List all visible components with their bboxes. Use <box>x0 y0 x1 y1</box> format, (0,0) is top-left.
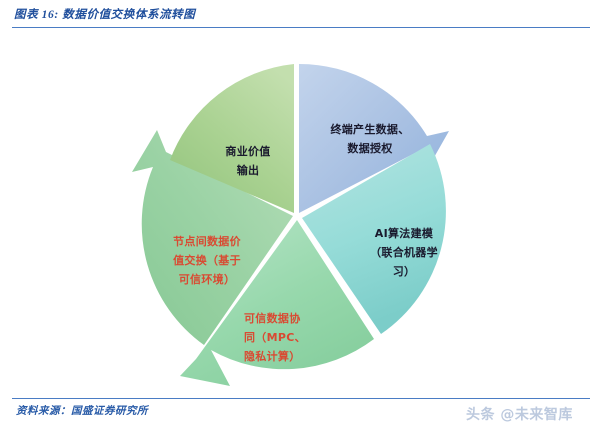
segment-ai-modeling[interactable] <box>302 144 446 334</box>
segment-trusted-collaboration[interactable] <box>180 220 374 386</box>
footer-divider <box>12 398 590 399</box>
segment-business-value-output[interactable] <box>170 64 294 213</box>
cycle-diagram: 终端产生数据、 数据授权 AI算法建模 （联合机器学 习） 可信数据协 同（MP… <box>0 32 602 394</box>
cycle-diagram-svg <box>132 63 449 386</box>
watermark: 头条 @未来智库 <box>466 407 573 423</box>
segment-node-value-exchange[interactable] <box>132 130 293 345</box>
segment-terminal-data[interactable] <box>299 63 449 213</box>
figure-header: 图表 16: 数据价值交换体系流转图 <box>14 8 588 23</box>
figure-source: 资料来源：国盛证券研究所 <box>16 406 148 417</box>
header-divider <box>12 27 590 28</box>
figure-title: 图表 16: 数据价值交换体系流转图 <box>14 9 196 21</box>
